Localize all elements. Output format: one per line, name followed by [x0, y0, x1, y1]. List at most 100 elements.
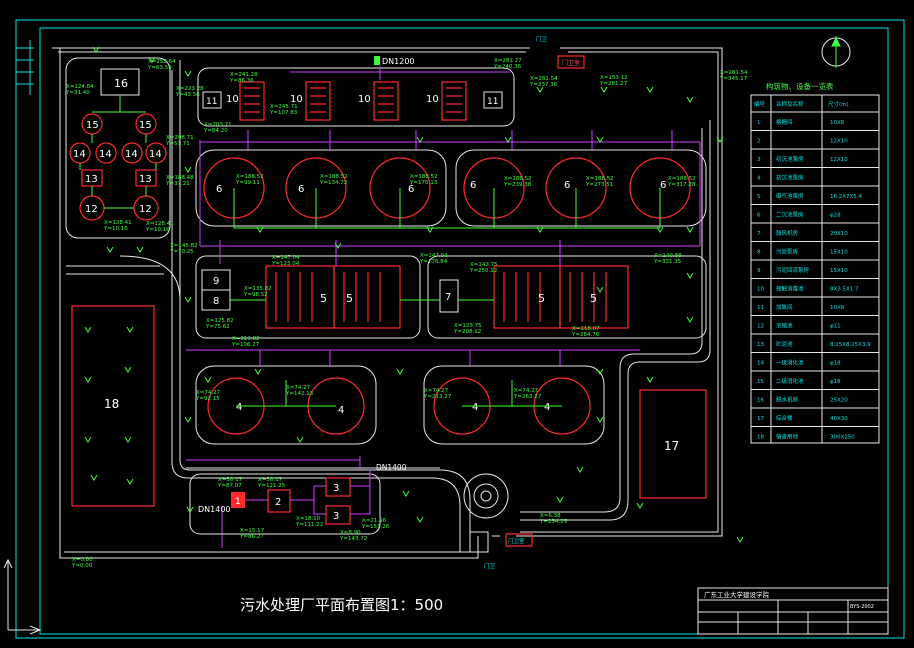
ucs-axis-icon [3, 558, 42, 635]
legend-cell-size: 15X10 [830, 250, 848, 256]
coord-c22-x: X=135.82 [244, 286, 272, 292]
unit-4d-label: 4 [544, 402, 550, 413]
coord-c1-y: Y=63.59 [147, 65, 172, 71]
grass-marker [84, 436, 92, 443]
legend-cell-no: 10 [757, 287, 764, 293]
coord-c23-x: X=125.82 [206, 318, 234, 324]
coord-c30-x: X=123.75 [454, 323, 482, 329]
pipe-dn1200-label: DN1200 [382, 57, 415, 66]
guardhouse-top [557, 55, 585, 69]
coord-c42-x: X=6.38 [540, 513, 561, 519]
primary-zone-left [195, 365, 377, 445]
legend-cell-size: 12X10 [830, 157, 848, 163]
legend-cell-no: 17 [757, 416, 764, 422]
grass-marker [596, 416, 604, 423]
drawing-title: 污水处理厂平面布置图1：500 [240, 596, 443, 614]
legend-cell-size: 10X8 [830, 305, 845, 311]
coord-c22-y: Y=98.52 [243, 292, 268, 298]
coord-c17-y: Y=170.13 [409, 180, 438, 186]
legend-title: 构筑物、设备一览表 [766, 81, 834, 91]
grass-marker [136, 246, 144, 253]
unit-4c-label: 4 [472, 402, 478, 413]
guardhouse-top-label: 门卫室 [562, 59, 580, 67]
coord-c26-x: X=143.75 [470, 262, 498, 268]
legend-col-no: 编号 [754, 100, 766, 108]
coord-c14-x: X=281.54 [720, 70, 748, 76]
contact-tanks [239, 81, 467, 121]
legend-cell-name: 格栅间 [776, 118, 793, 126]
coord-c30-y: Y=208.12 [453, 329, 481, 335]
coord-c24-x: X=147.04 [272, 255, 300, 261]
coord-c39-x: X=8.90 [340, 530, 361, 536]
clarifier-zone-left [195, 149, 447, 227]
legend-cell-name: 污泥回流泵房 [776, 266, 810, 274]
grass-marker [686, 96, 694, 103]
legend-cell-name: 二沉池泵房 [776, 211, 804, 219]
coord-c32-y: Y=142.13 [285, 391, 314, 397]
roads [66, 60, 711, 552]
coord-c15-y: Y=99.11 [235, 180, 260, 186]
coord-c16-y: Y=134.72 [319, 180, 347, 186]
coord-c34-y: Y=263.27 [513, 394, 542, 400]
grass-marker [686, 316, 694, 323]
unit-4a-label: 4 [236, 402, 242, 413]
legend-cell-name: 贮泥池 [776, 340, 793, 348]
legend-cell-size: 10X8 [830, 120, 845, 126]
coord-c23-y: Y=75.62 [205, 324, 230, 330]
unit-5c-label: 5 [538, 292, 545, 305]
unit-12b-label: 12 [139, 204, 152, 215]
unit-6e-label: 6 [564, 180, 570, 191]
grass-marker [148, 56, 156, 63]
legend-cell-name: 宿舍用地 [776, 433, 799, 441]
grass-marker [254, 368, 262, 375]
unit-15b-label: 15 [139, 120, 152, 131]
coord-c8-x: X=241.28 [230, 72, 258, 78]
coord-c2-y: Y=31.40 [65, 90, 90, 96]
unit-11b-box [483, 91, 503, 109]
coord-c39-y: Y=143.72 [339, 536, 367, 542]
grass-marker [204, 376, 212, 383]
coord-c11-y: Y=240.36 [493, 64, 522, 70]
unit-3a-box [325, 477, 351, 497]
coord-c27-y: Y=331.35 [653, 259, 682, 265]
unit-18-plot [71, 305, 155, 507]
grass-marker [646, 376, 654, 383]
grass-marker [536, 226, 544, 233]
coord-c42-y: Y=234.25 [539, 519, 568, 525]
coord-c20-y: Y=317.28 [667, 182, 696, 188]
grass-marker [686, 272, 694, 279]
unit-17-label: 17 [664, 439, 679, 453]
unit-5d-label: 5 [590, 292, 597, 305]
grass-marker [402, 490, 410, 497]
pipe-dn1400-left-label: DN1400 [198, 505, 231, 514]
coord-c2-x: X=124.84 [66, 84, 94, 90]
grass-marker [396, 368, 404, 375]
grass-marker [716, 136, 724, 143]
legend-cell-no: 16 [757, 398, 764, 404]
legend-cell-no: 9 [757, 268, 761, 274]
coord-c31-y: Y=92.15 [195, 396, 220, 402]
coord-c17-x: X=188.52 [410, 174, 438, 180]
coord-c26-y: Y=250.12 [469, 268, 497, 274]
legend-cell-no: 5 [757, 194, 761, 200]
outer-frame [15, 19, 905, 639]
grass-marker [536, 86, 544, 93]
legend-cell-no: 11 [757, 305, 764, 311]
fountain-core [480, 490, 492, 502]
unit-5b-label: 5 [346, 292, 353, 305]
unit-3b-label: 3 [333, 511, 339, 522]
legend-cell-size: 300X150 [830, 435, 855, 441]
legend-cell-size: 40X30 [830, 416, 848, 422]
coord-c38-x: X=21.96 [362, 518, 387, 524]
legend-cell-name: 接触消毒池 [776, 285, 804, 293]
coord-c40-y: Y=86.27 [239, 534, 264, 540]
site-wall [52, 47, 723, 559]
grass-marker [184, 416, 192, 423]
grass-marker [124, 366, 132, 373]
coord-c8-y: Y=86.36 [229, 78, 254, 84]
legend-cell-no: 6 [757, 213, 761, 219]
grass-marker [426, 226, 434, 233]
legend-cell-no: 15 [757, 379, 764, 385]
